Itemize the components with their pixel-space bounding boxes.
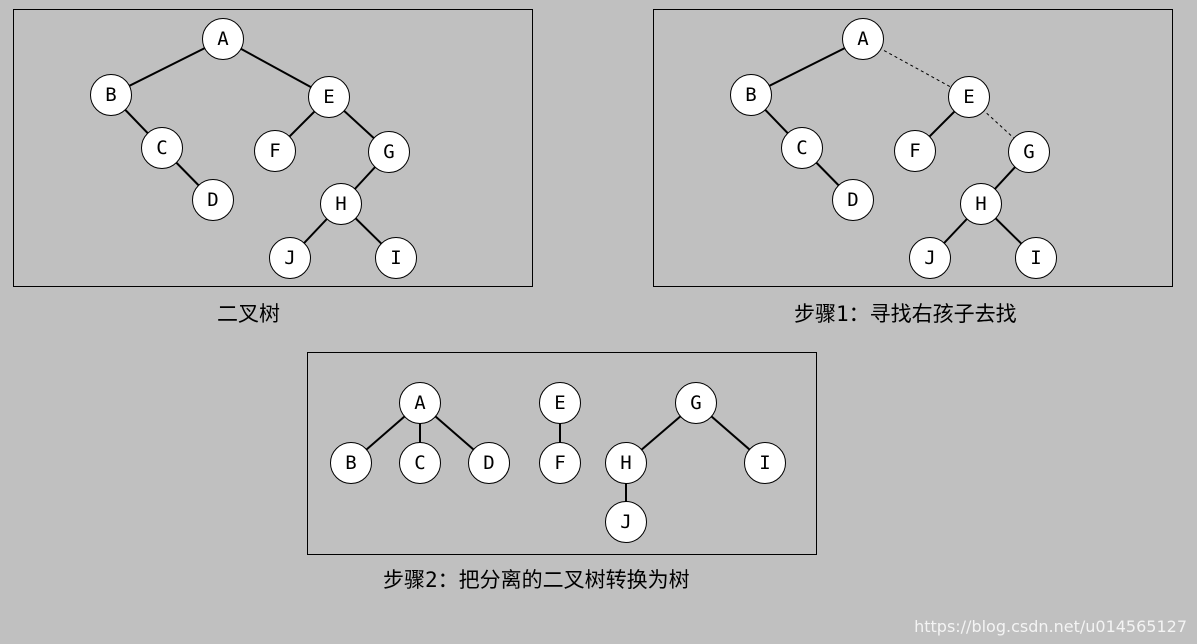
svg-text:C: C [156,137,167,159]
tree-node-a: A [399,382,441,424]
tree-node-b: B [730,74,772,116]
svg-text:J: J [284,247,295,269]
svg-text:G: G [690,392,701,414]
tree-node-a: A [202,18,244,60]
svg-text:D: D [483,452,494,474]
svg-text:G: G [1023,141,1034,163]
svg-text:D: D [847,189,858,211]
step2-caption: 步骤2：把分离的二叉树转换为树 [383,568,690,592]
svg-text:J: J [620,511,631,533]
tree-node-i: I [1015,237,1057,279]
svg-text:E: E [554,392,565,414]
step1-diagram: A B C D E F G H J I [730,18,1057,279]
svg-text:A: A [414,392,426,414]
tree-node-j: J [269,237,311,279]
svg-text:F: F [269,140,280,162]
svg-text:H: H [620,452,631,474]
tree-node-d: D [468,442,510,484]
svg-text:F: F [909,140,920,162]
svg-text:G: G [383,141,394,163]
tree-node-c: C [141,127,183,169]
svg-text:A: A [857,28,869,50]
svg-text:C: C [414,452,425,474]
svg-text:I: I [390,247,401,269]
svg-text:F: F [554,452,565,474]
tree-node-h: H [320,183,362,225]
step1-panel: A B C D E F G H J I [653,9,1173,287]
step2-panel: A B C D E F G H I J [307,352,817,555]
svg-text:I: I [759,452,770,474]
tree-node-b: B [330,442,372,484]
tree-node-h: H [605,442,647,484]
tree-node-j: J [909,237,951,279]
binary-tree-diagram: A B C D E F G H J I [90,18,417,279]
tree-node-e: E [948,76,990,118]
svg-text:B: B [745,84,756,106]
watermark-url: https://blog.csdn.net/u014565127 [914,617,1187,636]
tree-node-g: G [675,382,717,424]
tree-node-f: F [254,130,296,172]
binary-tree-caption: 二叉树 [217,302,280,326]
tree-node-i: I [744,442,786,484]
svg-text:I: I [1030,247,1041,269]
svg-text:J: J [924,247,935,269]
svg-text:B: B [345,452,356,474]
svg-text:C: C [796,137,807,159]
tree-node-c: C [399,442,441,484]
svg-text:B: B [105,84,116,106]
tree-node-f: F [894,130,936,172]
tree-node-g: G [1008,131,1050,173]
tree-node-a: A [842,18,884,60]
tree-node-c: C [781,127,823,169]
step2-diagram: A B C D E F G H I J [330,382,786,543]
svg-text:A: A [217,28,229,50]
binary-tree-panel: A B C D E F G H J I [13,9,533,287]
tree-node-g: G [368,131,410,173]
tree-node-j: J [605,501,647,543]
tree-node-e: E [308,76,350,118]
tree-node-h: H [960,183,1002,225]
tree-node-d: D [192,179,234,221]
svg-text:D: D [207,189,218,211]
svg-text:E: E [963,86,974,108]
tree-node-d: D [832,179,874,221]
svg-text:E: E [323,86,334,108]
tree-node-f: F [539,442,581,484]
tree-node-e: E [539,382,581,424]
step1-caption: 步骤1：寻找右孩子去找 [794,302,1017,326]
tree-node-i: I [375,237,417,279]
svg-text:H: H [975,193,986,215]
tree-node-b: B [90,74,132,116]
svg-text:H: H [335,193,346,215]
